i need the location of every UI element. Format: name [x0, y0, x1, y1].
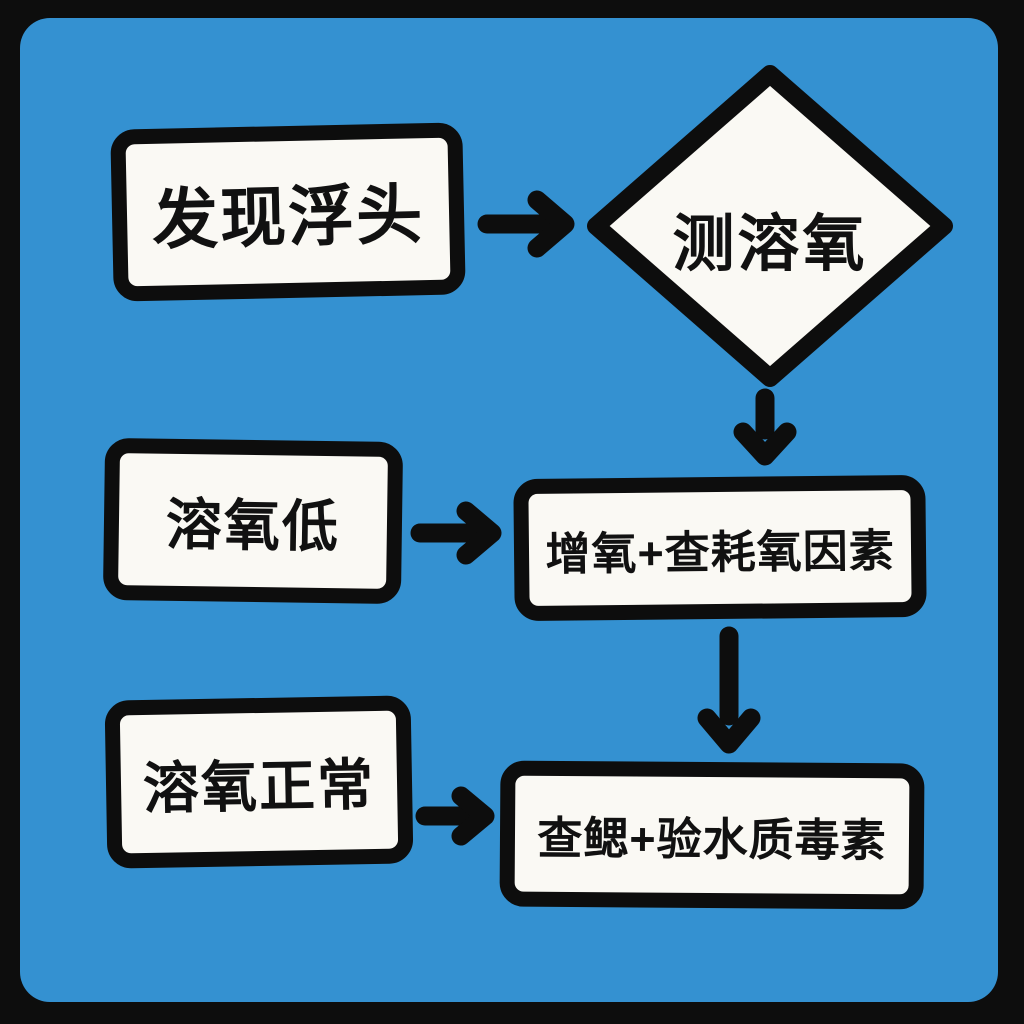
node-measure-oxygen-label: 测溶氧: [672, 210, 868, 279]
arrow-low-to-aerate: [410, 501, 502, 565]
arrow-normal-to-check-gills: [415, 786, 495, 846]
node-measure-oxygen-shape: [587, 65, 953, 387]
arrow-decision-to-aerate: [733, 388, 797, 466]
arrow-start-to-decision: [477, 190, 575, 258]
node-found-floating-fish-label: 发现浮头: [151, 177, 425, 257]
node-found-floating-fish: 发现浮头: [110, 122, 466, 302]
node-aerate-check-factors: 增氧+查耗氧因素: [513, 474, 927, 622]
node-aerate-check-factors-label: 增氧+查耗氧因素: [545, 524, 895, 580]
arrow-aerate-to-check-gills: [697, 626, 761, 754]
node-oxygen-normal-label: 溶氧正常: [142, 752, 376, 820]
node-oxygen-low-label: 溶氧低: [165, 492, 341, 558]
node-check-gills-test-toxins-label: 查鳃+验水质毒素: [537, 812, 887, 866]
node-check-gills-test-toxins: 查鳃+验水质毒素: [499, 760, 925, 910]
node-oxygen-low: 溶氧低: [102, 437, 404, 605]
node-oxygen-normal: 溶氧正常: [104, 695, 414, 869]
